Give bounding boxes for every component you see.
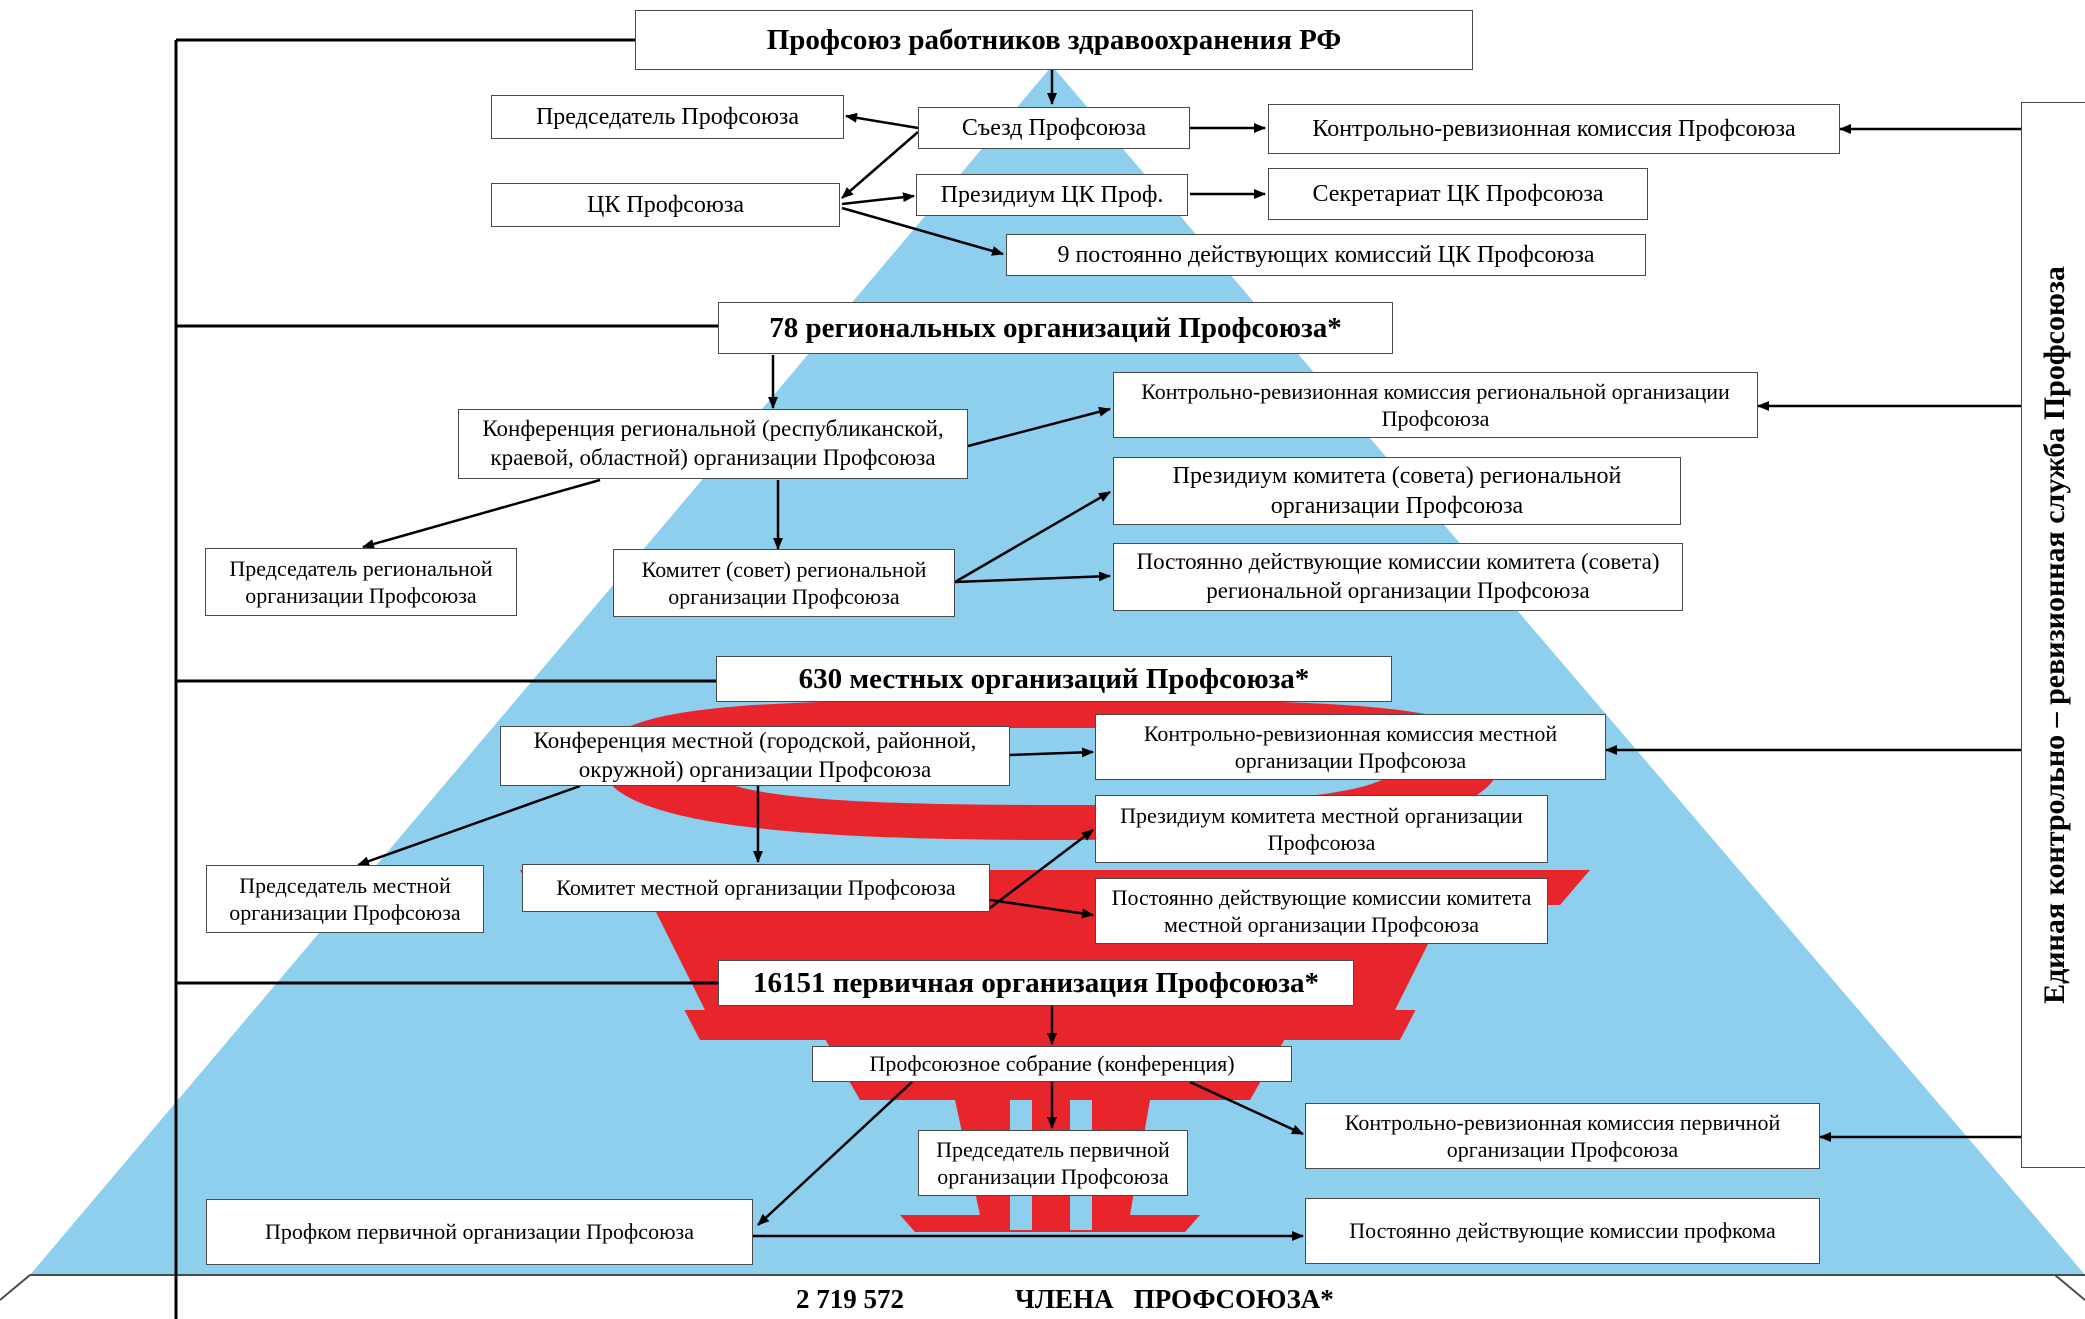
- local-commissions: Постоянно действующие комиссии комитета …: [1095, 878, 1548, 944]
- regional-commissions: Постоянно действующие комиссии комитета …: [1113, 543, 1683, 611]
- union-congress: Съезд Профсоюза: [918, 107, 1190, 149]
- local-chairman: Председатель местной организации Профсою…: [206, 865, 484, 933]
- regional-presidium: Президиум комитета (совета) региональной…: [1113, 457, 1681, 525]
- primary-audit-commission: Контрольно-ревизионная комиссия первично…: [1305, 1103, 1820, 1169]
- footer-right-slant: [2054, 1274, 2085, 1301]
- union-title: Профсоюз работников здравоохранения РФ: [635, 10, 1473, 70]
- ck-secretariat: Секретариат ЦК Профсоюза: [1268, 168, 1648, 220]
- right-control-bus: [1605, 124, 2021, 1142]
- regional-committee: Комитет (совет) региональной организации…: [613, 549, 955, 617]
- members-label: ЧЛЕНА ПРОФСОЮЗА*: [1015, 1284, 1334, 1314]
- union-meeting: Профсоюзное собрание (конференция): [812, 1046, 1292, 1082]
- left-bus: [174, 38, 718, 1319]
- footer-left-slant: [0, 1274, 31, 1301]
- primary-chairman: Председатель первичной организации Профс…: [918, 1130, 1188, 1196]
- local-conference: Конференция местной (городской, районной…: [500, 726, 1010, 786]
- union-audit-commission: Контрольно-ревизионная комиссия Профсоюз…: [1268, 104, 1840, 154]
- member-count: 2 719 572: [796, 1284, 904, 1314]
- connector-arrows: [357, 70, 1304, 1241]
- regional-chairman: Председатель региональной организации Пр…: [205, 548, 517, 616]
- local-audit-commission: Контрольно-ревизионная комиссия местной …: [1095, 714, 1606, 780]
- regional-audit-commission: Контрольно-ревизионная комиссия регионал…: [1113, 372, 1758, 438]
- ck-presidium: Президиум ЦК Проф.: [916, 174, 1188, 216]
- audit-service-side-panel: Единая контрольно – ревизионная служба П…: [2021, 102, 2085, 1168]
- local-presidium: Президиум комитета местной организации П…: [1095, 795, 1548, 863]
- regional-conference: Конференция региональной (республиканско…: [458, 409, 968, 479]
- local-committee: Комитет местной организации Профсоюза: [522, 864, 990, 912]
- primary-orgs-title: 16151 первичная организация Профсоюза*: [718, 960, 1354, 1006]
- central-committee: ЦК Профсоюза: [491, 183, 840, 227]
- primary-profcom: Профком первичной организации Профсоюза: [206, 1199, 753, 1265]
- regional-orgs-title: 78 региональных организаций Профсоюза*: [718, 302, 1393, 354]
- union-chairman: Председатель Профсоюза: [491, 95, 844, 139]
- ck-commissions: 9 постоянно действующих комиссий ЦК Проф…: [1006, 234, 1646, 276]
- local-orgs-title: 630 местных организаций Профсоюза*: [716, 656, 1392, 702]
- profcom-commissions: Постоянно действующие комиссии профкома: [1305, 1198, 1820, 1264]
- audit-service-label: Единая контрольно – ревизионная служба П…: [2038, 266, 2071, 1004]
